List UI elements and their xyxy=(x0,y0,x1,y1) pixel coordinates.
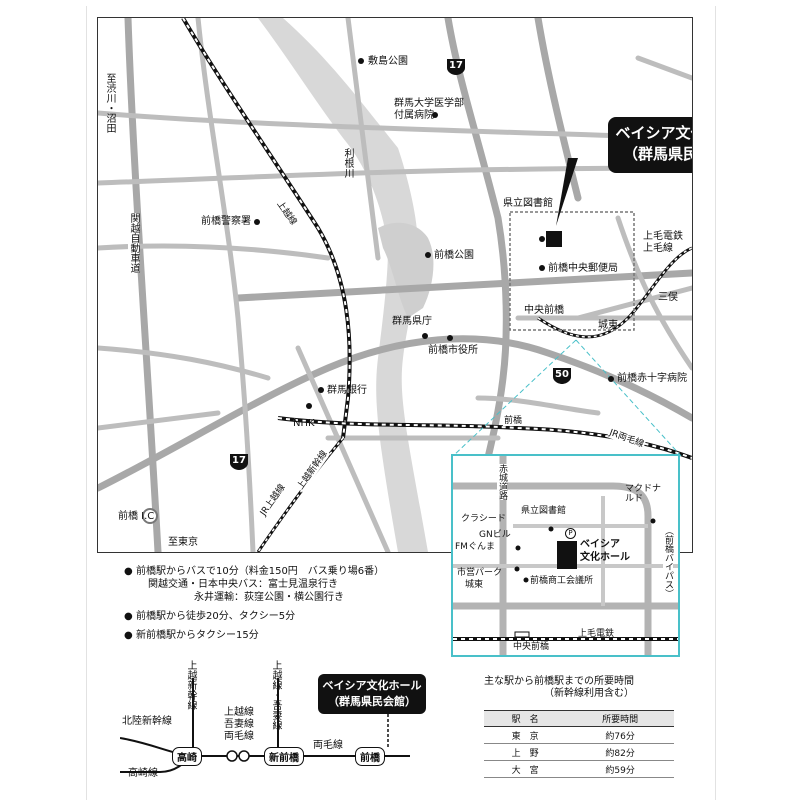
parking-icon: P xyxy=(565,528,576,539)
station-cell: 東 京 xyxy=(484,726,567,744)
joetsu-agatsuma-route-label: 上越線・吾妻線 xyxy=(270,660,281,730)
access-bus-sub2: 永井運輸：荻窪公園・横公園行き xyxy=(194,592,344,603)
akagi-road-label: 赤城道路 xyxy=(497,464,507,500)
police-label: 前橋警察署 xyxy=(201,216,251,227)
access-item-walk: ● 前橋駅から徒歩20分、タクシー5分 xyxy=(124,610,444,623)
route-50-number: 50 xyxy=(555,369,569,380)
inset-chuo-maebashi-label: 中央前橋 xyxy=(513,642,550,652)
bullet-icon: ● xyxy=(124,630,133,641)
fm-gunma-label: FMぐんま xyxy=(455,542,495,552)
inset-venue-line1: ベイシア xyxy=(580,539,620,550)
table-row: 大 宮 約59分 xyxy=(484,760,674,778)
inset-venue-line2: 文化ホール xyxy=(580,552,630,563)
station-cell: 大 宮 xyxy=(484,760,567,778)
route-mid-label-1: 上越線 xyxy=(224,707,254,718)
access-bus-text: 前橋駅からバスで10分（料金150円 バス乗り場6番） xyxy=(136,566,385,577)
clasheed-label: クラシード xyxy=(461,514,506,524)
venue-callout: ベイシア文化ホール （群馬県民会館） xyxy=(608,117,692,173)
shinmaebashi-station: 新前橋 xyxy=(264,747,304,766)
route-diagram: 上越新幹線 上越線・吾妻線 北陸新幹線 上越線 吾妻線 両毛線 両毛線 高崎 新… xyxy=(119,658,450,800)
tonegawa-label: 利根川 xyxy=(342,148,353,178)
city-hall-label: 前橋市役所 xyxy=(428,345,478,356)
takasaki-station: 高崎 xyxy=(172,747,202,766)
route-17-north-shield: 17 xyxy=(446,58,466,76)
access-info: ● 前橋駅からバスで10分（料金150円 バス乗り場6番） 関越交通・日本中央バ… xyxy=(124,565,444,642)
maebashi-station: 前橋 xyxy=(355,747,385,766)
gunma-univ-hospital-label: 付属病院 xyxy=(394,110,434,121)
library-label: 県立図書館 xyxy=(503,198,553,209)
takasaki-line-label: 高崎線 xyxy=(128,768,158,779)
route-venue-subname: （群馬県民会館） xyxy=(328,695,416,708)
inset-library-label: 県立図書館 xyxy=(521,506,567,516)
bullet-icon: ● xyxy=(124,566,133,577)
to-shibukawa-label: 至渋川・沼田 xyxy=(104,73,115,133)
route-17-north-number: 17 xyxy=(449,60,463,71)
red-cross-label: 前橋赤十字病院 xyxy=(617,373,687,384)
maebashi-park-label: 前橋公園 xyxy=(434,250,474,261)
nhk-label: NHK xyxy=(293,418,315,429)
travel-caption-sub: （新幹線利用含む） xyxy=(544,688,634,699)
route-mid-label-3: 両毛線 xyxy=(224,731,254,742)
time-header: 所要時間 xyxy=(566,710,674,727)
route-17-south-number: 17 xyxy=(232,455,246,466)
maebashi-station-label: 前橋 xyxy=(503,413,524,426)
shiroto-label: 城東 xyxy=(598,320,618,331)
table-row: 上 野 約82分 xyxy=(484,743,674,761)
venue-name: ベイシア文化ホール xyxy=(615,124,692,142)
jomo-line-label: 上毛線 xyxy=(643,243,673,254)
route-venue-callout: ベイシア文化ホール （群馬県民会館） xyxy=(318,674,426,714)
route-mid-label-2: 吾妻線 xyxy=(224,719,254,730)
table-row: 東 京 約76分 xyxy=(484,726,674,744)
kanetsu-expressway-label: 関越自動車道 xyxy=(128,213,139,273)
inset-roads xyxy=(453,456,678,655)
mcdonalds-label: マクドナルド xyxy=(625,484,662,504)
route-50-shield: 50 xyxy=(552,367,572,385)
venue-subname: （群馬県民会館） xyxy=(622,145,692,163)
sanmata-label: 三俣 xyxy=(658,292,678,303)
access-bus-sub1: 関越交通・日本中央バス：富士見温泉行き xyxy=(148,579,338,590)
time-cell: 約82分 xyxy=(566,743,674,761)
gunma-univ-label: 群馬大学医学部 xyxy=(394,98,464,109)
ryomo-route-label: 両毛線 xyxy=(313,740,343,751)
time-cell: 約76分 xyxy=(566,726,674,744)
route-venue-name: ベイシア文化ホール xyxy=(322,679,422,692)
travel-caption: 主な駅から前橋駅までの所要時間 xyxy=(484,676,634,687)
inset-jomo-railway-label: 上毛電鉄 xyxy=(578,629,615,639)
maebashi-ic-label: 前橋 I.C xyxy=(118,511,155,522)
main-map-roads xyxy=(98,18,692,552)
gn-building-label: GNビル xyxy=(479,530,511,540)
route-17-south-shield: 17 xyxy=(229,453,249,471)
city-park-label: 市営パーク xyxy=(457,568,503,578)
access-walk-text: 前橋駅から徒歩20分、タクシー5分 xyxy=(136,611,296,622)
to-tokyo-label: 至東京 xyxy=(168,537,198,548)
post-office-label: 前橋中央郵便局 xyxy=(548,263,618,274)
station-header: 駅 名 xyxy=(484,710,567,727)
inset-shiroto-label: 城東 xyxy=(465,580,484,590)
inset-map: 赤城道路 県立図書館 クラシード GNビル FMぐんま ベイシア 文化ホール P… xyxy=(451,454,680,657)
access-taxi-text: 新前橋駅からタクシー15分 xyxy=(136,630,259,641)
chuo-maebashi-label: 中央前橋 xyxy=(524,305,564,316)
prefecture-office-label: 群馬県庁 xyxy=(392,316,432,327)
shikishima-park-label: 敷島公園 xyxy=(368,56,408,67)
hokuriku-route-label: 北陸新幹線 xyxy=(122,716,172,727)
access-item-taxi: ● 新前橋駅からタクシー15分 xyxy=(124,629,444,642)
bypass-label: （前橋バイパス） xyxy=(663,526,673,598)
main-map: ベイシア文化ホール （群馬県民会館） 敷島公園 群馬大学医学部 付属病院 県立図… xyxy=(97,17,693,553)
joetsu-shinkansen-route-label: 上越新幹線 xyxy=(185,660,196,710)
time-cell: 約59分 xyxy=(566,760,674,778)
page-frame xyxy=(86,6,716,800)
jomo-railway-label: 上毛電鉄 xyxy=(643,231,683,242)
travel-table: 駅 名 所要時間 東 京 約76分 上 野 約82分 大 宮 約59分 xyxy=(484,710,674,778)
travel-times: 主な駅から前橋駅までの所要時間 （新幹線利用含む） 駅 名 所要時間 東 京 約… xyxy=(484,676,674,778)
access-item-bus: ● 前橋駅からバスで10分（料金150円 バス乗り場6番） xyxy=(124,565,444,578)
bullet-icon: ● xyxy=(124,611,133,622)
station-cell: 上 野 xyxy=(484,743,567,761)
chamber-label: 前橋商工会議所 xyxy=(530,576,594,586)
gunma-bank-label: 群馬銀行 xyxy=(327,385,367,396)
